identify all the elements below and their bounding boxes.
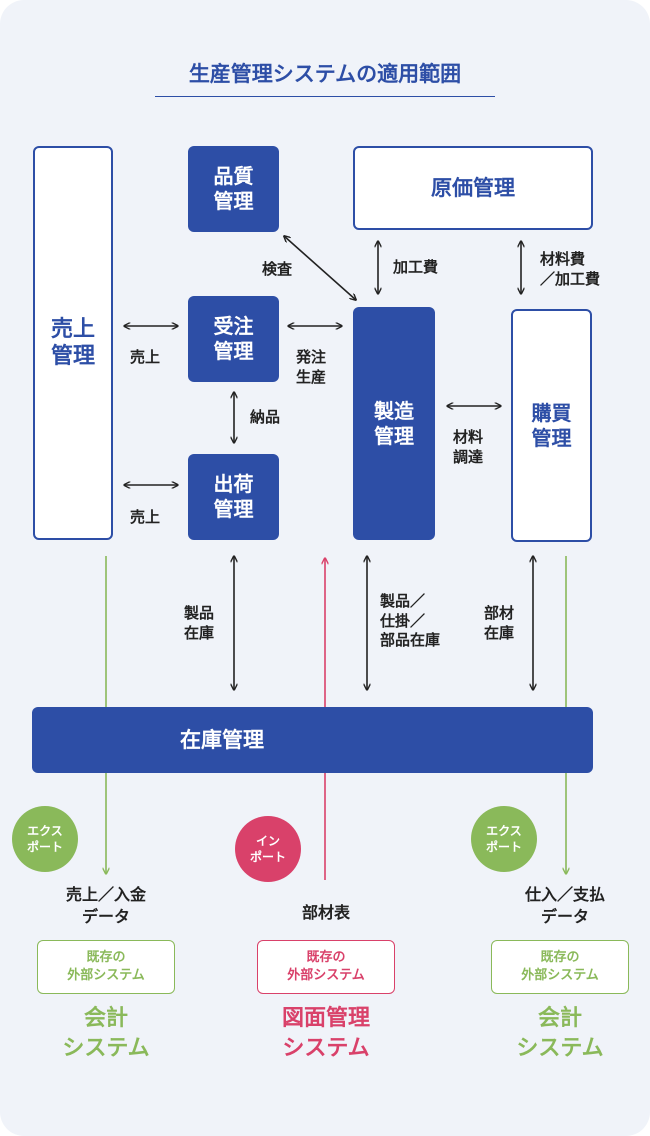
- quality-management-box: 品質 管理: [188, 146, 279, 232]
- title-underline: [155, 96, 495, 97]
- export-badge-left: エクス ポート: [12, 806, 78, 872]
- label-material-procurement: 材料 調達: [453, 428, 484, 466]
- label-material-cost: 材料費 ／加工費: [540, 250, 601, 288]
- shipping-management-box: 出荷 管理: [188, 454, 279, 540]
- inventory-management-bar: 在庫管理: [32, 707, 593, 773]
- flow-label-left: 売上／入金 データ: [65, 885, 146, 926]
- label-sales-1: 売上: [130, 348, 161, 366]
- sales-management-box: 売上 管理: [33, 146, 113, 540]
- system-name-right: 会計 システム: [516, 1006, 604, 1061]
- label-parts-stock: 部材 在庫: [484, 604, 515, 642]
- external-system-box-center: 既存の 外部システム: [257, 940, 395, 994]
- export-badge-right: エクス ポート: [471, 806, 537, 872]
- cost-management-box: 原価管理: [353, 146, 593, 230]
- purchasing-management-box: 購買 管理: [511, 309, 592, 542]
- label-sales-2: 売上: [130, 508, 161, 526]
- system-name-center: 図面管理 システム: [281, 1006, 370, 1061]
- import-badge-center: イン ポート: [235, 816, 301, 882]
- diagram-title: 生産管理システムの適用範囲: [188, 62, 462, 86]
- flow-label-right: 仕入／支払 データ: [524, 885, 605, 926]
- external-system-box-left: 既存の 外部システム: [37, 940, 175, 994]
- external-system-box-right: 既存の 外部システム: [491, 940, 629, 994]
- flow-label-center: 部材表: [301, 903, 350, 922]
- arrow-quality-manufacturing: [284, 236, 356, 300]
- label-wip-parts-stock: 製品／ 仕掛／ 部品在庫: [380, 592, 441, 649]
- label-processing-cost: 加工費: [393, 258, 439, 276]
- label-delivery: 納品: [250, 408, 281, 426]
- system-name-left: 会計 システム: [62, 1006, 150, 1061]
- label-product-stock: 製品 在庫: [184, 604, 215, 642]
- label-inspection: 検査: [262, 260, 293, 278]
- label-order-production: 発注 生産: [296, 348, 327, 386]
- order-management-box: 受注 管理: [188, 296, 279, 382]
- manufacturing-management-box: 製造 管理: [353, 307, 435, 540]
